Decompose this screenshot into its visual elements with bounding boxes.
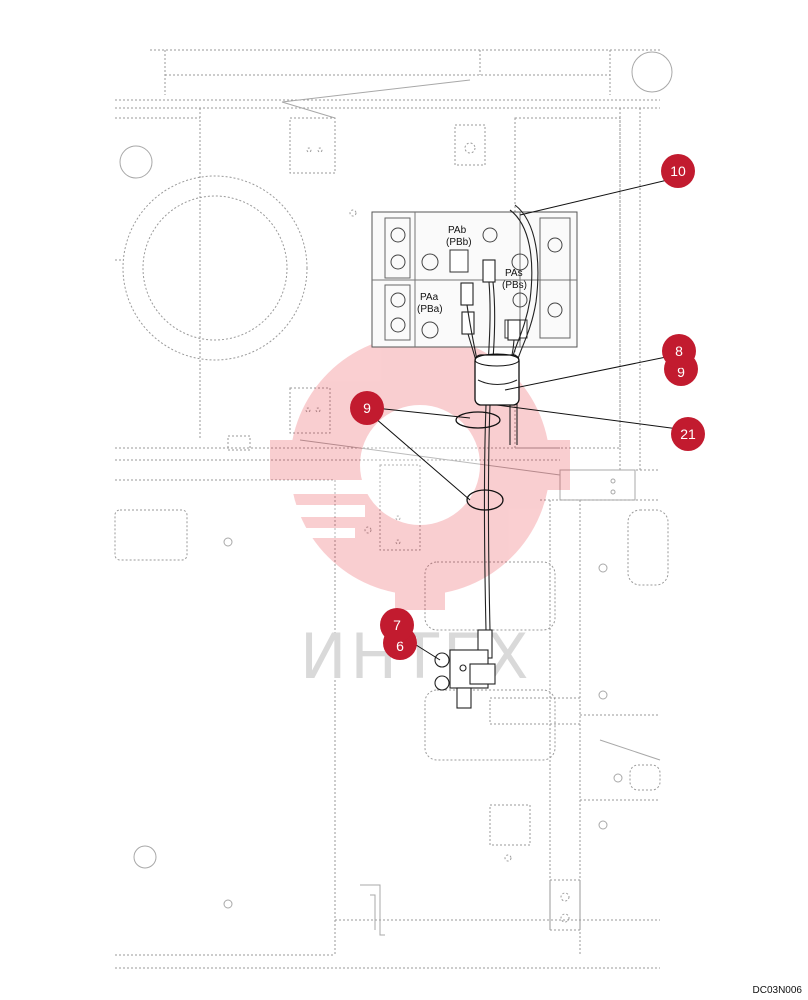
cable-ties <box>455 411 504 511</box>
callout-7-label: 7 <box>393 617 401 633</box>
callout-10-label: 10 <box>670 163 686 179</box>
callout-8[interactable]: 8 <box>662 334 696 368</box>
leader-lines <box>374 177 687 661</box>
callout-21-label: 21 <box>680 426 696 442</box>
hose-sleeve <box>474 353 520 406</box>
machine-frame-outline <box>114 49 673 969</box>
callout-9-left[interactable]: 9 <box>350 391 384 425</box>
watermark-logo <box>240 320 570 610</box>
port-label-paa: PAa <box>420 292 439 303</box>
callout-10[interactable]: 10 <box>661 154 695 188</box>
port-label-pba: (PBa) <box>417 304 443 315</box>
valve-port-labels: PAb (PBb) PAs (PBs) PAa (PBa) <box>417 225 527 315</box>
callout-7[interactable]: 7 <box>380 608 414 642</box>
callout-9-right-label: 9 <box>677 364 685 380</box>
port-label-pbs: (PBs) <box>502 280 527 291</box>
port-label-pab: PAb <box>448 225 467 236</box>
drawing-code: DC03N006 <box>752 985 802 996</box>
callout-9-left-label: 9 <box>363 400 371 416</box>
callout-8-label: 8 <box>675 343 683 359</box>
pressure-switch-assembly <box>434 629 496 709</box>
callout-6-label: 6 <box>396 638 404 654</box>
port-label-pas: PAs <box>505 268 523 279</box>
watermark-text: ИНТЕХ <box>300 620 533 693</box>
callout-21[interactable]: 21 <box>671 417 705 451</box>
port-label-pbb: (PBb) <box>446 237 472 248</box>
